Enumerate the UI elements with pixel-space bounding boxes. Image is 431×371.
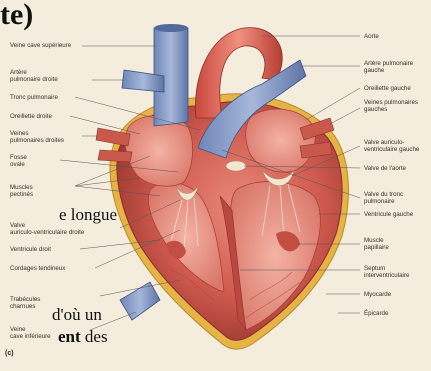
label-veines-pulmonaires-droites: Veines pulmonaires droites <box>10 130 64 144</box>
label-valve-tronc-pulmonaire: Valve du tronc pulmonaire <box>364 191 403 205</box>
overlay-text-line-3-bold: ent <box>58 327 81 346</box>
label-valve-av-gauche: Valve auriculo- ventriculaire gauche <box>364 139 419 153</box>
aortic-valve <box>226 161 246 171</box>
label-valve-aorte: Valve de l'aorte <box>364 165 406 172</box>
label-tronc-pulmonaire: Tronc pulmonaire <box>10 94 58 101</box>
label-muscle-papillaire: Muscle papillaire <box>364 237 389 251</box>
panel-label: (c) <box>5 350 14 357</box>
label-valve-av-droite: Valve auriculo-ventriculaire droite <box>10 222 84 236</box>
label-ventricule-gauche: Ventricule gauche <box>364 211 413 218</box>
label-veine-cave-superieure: Veine cave supérieure <box>10 42 71 49</box>
label-septum-interventriculaire: Septum interventriculaire <box>364 265 409 279</box>
overlay-text-line-3: ent des <box>58 328 108 346</box>
label-myocarde: Myocarde <box>364 291 391 298</box>
title-fragment: te) <box>0 0 33 30</box>
label-ventricule-droit: Ventricule droit <box>10 246 51 253</box>
label-artere-pulmonaire-gauche: Artère pulmonaire gauche <box>364 60 413 74</box>
label-trabecules-charnues: Trabécules charnues <box>10 296 40 310</box>
label-artere-pulmonaire-droite: Artère pulmonaire droite <box>10 69 58 83</box>
label-cordages-tendineux: Cordages tendineux <box>10 265 65 272</box>
label-veine-cave-inferieure: Veine cave inférieure <box>10 326 51 340</box>
label-epicarde: Épicarde <box>364 310 388 317</box>
overlay-text-line-2: d'où un <box>52 306 102 324</box>
overlay-text-line-3-rest: des <box>81 327 108 346</box>
label-fosse-ovale: Fosse ovale <box>10 154 27 168</box>
label-oreillette-droite: Oreillette droite <box>10 113 52 120</box>
label-oreillette-gauche: Oreillette gauche <box>364 85 411 92</box>
svc-opening <box>154 24 188 32</box>
label-muscles-pectines: Muscles pectinés <box>10 184 33 198</box>
label-aorte: Aorte <box>364 33 379 40</box>
label-veines-pulmonaires-gauches: Veines pulmonaires gauches <box>364 99 418 113</box>
